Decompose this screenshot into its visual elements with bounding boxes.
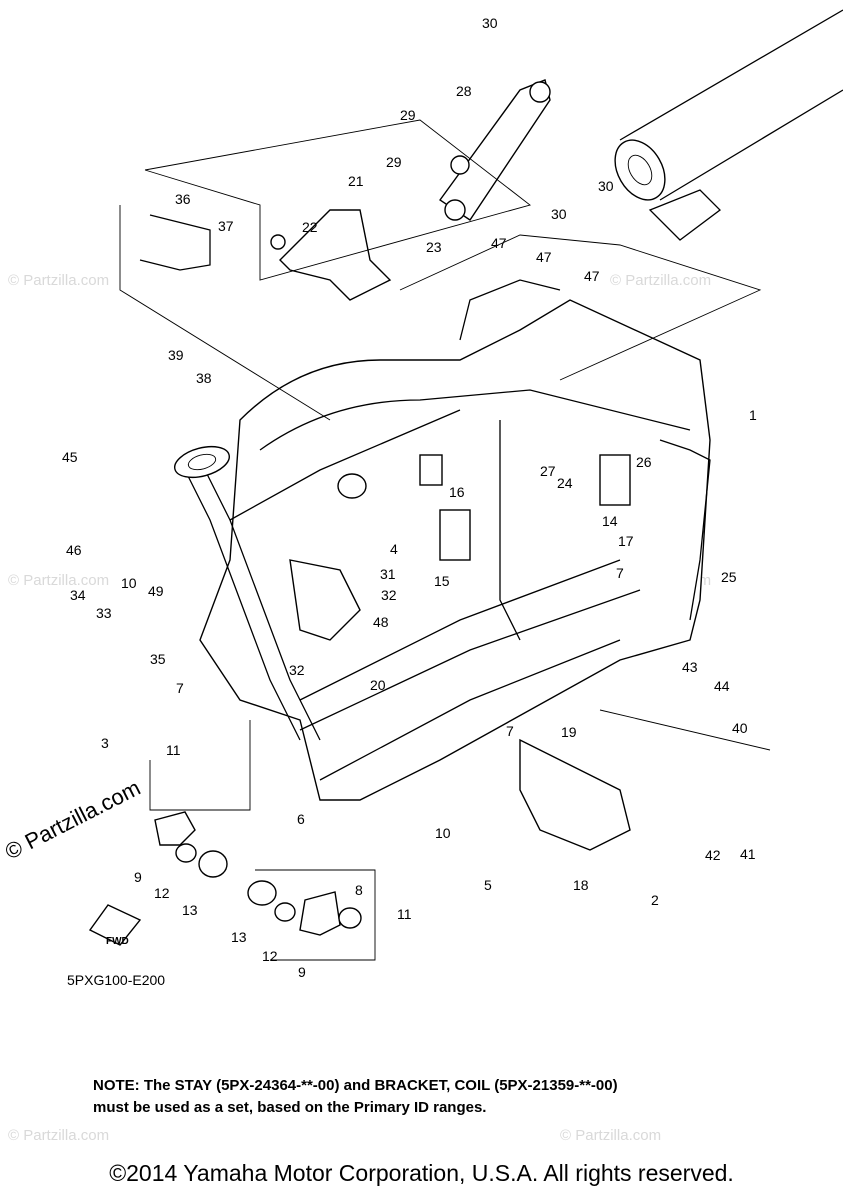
callout-23: 23 bbox=[426, 239, 442, 255]
callout-45: 45 bbox=[62, 449, 78, 465]
callout-7: 7 bbox=[176, 680, 184, 696]
callouts: 30 28 29 29 21 22 23 30 30 36 37 47 47 4… bbox=[62, 15, 757, 980]
callout-10: 10 bbox=[435, 825, 451, 841]
callout-40: 40 bbox=[732, 720, 748, 736]
callout-25: 25 bbox=[721, 569, 737, 585]
callout-3: 3 bbox=[101, 735, 109, 751]
watermark-right-bottom: © Partzilla.com bbox=[560, 1127, 661, 1144]
callout-29: 29 bbox=[386, 154, 402, 170]
callout-39: 39 bbox=[168, 347, 184, 363]
callout-32: 32 bbox=[289, 662, 305, 678]
callout-2: 2 bbox=[651, 892, 659, 908]
leader-lines bbox=[119, 119, 771, 961]
callout-36: 36 bbox=[175, 191, 191, 207]
callout-9: 9 bbox=[298, 964, 306, 980]
callout-35: 35 bbox=[150, 651, 166, 667]
callout-6: 6 bbox=[297, 811, 305, 827]
callout-16: 16 bbox=[449, 484, 465, 500]
note-line-2: must be used as a set, based on the Prim… bbox=[93, 1099, 487, 1116]
callout-47: 47 bbox=[584, 268, 600, 284]
watermark-left-mid: © Partzilla.com bbox=[8, 572, 109, 589]
callout-28: 28 bbox=[456, 83, 472, 99]
watermark-right-top: © Partzilla.com bbox=[610, 272, 711, 289]
callout-17: 17 bbox=[618, 533, 634, 549]
callout-47: 47 bbox=[536, 249, 552, 265]
callout-11: 11 bbox=[166, 742, 181, 758]
callout-43: 43 bbox=[682, 659, 698, 675]
callout-18: 18 bbox=[573, 877, 589, 893]
callout-21: 21 bbox=[348, 173, 364, 189]
fwd-arrow-label: FWD bbox=[106, 936, 129, 947]
callout-5: 5 bbox=[484, 877, 492, 893]
callout-44: 44 bbox=[714, 678, 730, 694]
diagram-code: 5PXG100-E200 bbox=[67, 972, 165, 988]
callout-49: 49 bbox=[148, 583, 164, 599]
watermark-left-top: © Partzilla.com bbox=[8, 272, 109, 289]
callout-8: 8 bbox=[355, 882, 363, 898]
callout-32: 32 bbox=[381, 587, 397, 603]
callout-1: 1 bbox=[749, 407, 757, 423]
frame-main bbox=[174, 279, 711, 851]
callout-9: 9 bbox=[134, 869, 142, 885]
copyright-footer: ©2014 Yamaha Motor Corporation, U.S.A. A… bbox=[109, 1160, 734, 1186]
callout-15: 15 bbox=[434, 573, 450, 589]
callout-27: 27 bbox=[540, 463, 556, 479]
callout-31: 31 bbox=[380, 566, 396, 582]
callout-46: 46 bbox=[66, 542, 82, 558]
callout-42: 42 bbox=[705, 847, 721, 863]
muffler-illustration bbox=[614, 9, 843, 241]
callout-10: 10 bbox=[121, 575, 137, 591]
callout-12: 12 bbox=[154, 885, 170, 901]
callout-20: 20 bbox=[370, 677, 386, 693]
callout-38: 38 bbox=[196, 370, 212, 386]
callout-7: 7 bbox=[616, 565, 624, 581]
callout-4: 4 bbox=[390, 541, 398, 557]
callout-41: 41 bbox=[740, 846, 756, 862]
callout-30: 30 bbox=[598, 178, 614, 194]
callout-26: 26 bbox=[636, 454, 652, 470]
callout-29: 29 bbox=[400, 107, 416, 123]
callout-7: 7 bbox=[506, 723, 514, 739]
partzilla-watermark: © Partzilla.com bbox=[1, 775, 144, 865]
callout-11: 11 bbox=[397, 906, 412, 922]
callout-13: 13 bbox=[231, 929, 247, 945]
callout-14: 14 bbox=[602, 513, 618, 529]
note-line-1: NOTE: The STAY (5PX-24364-**-00) and BRA… bbox=[93, 1077, 618, 1094]
watermark-left-bottom: © Partzilla.com bbox=[8, 1127, 109, 1144]
callout-47: 47 bbox=[491, 235, 507, 251]
callout-19: 19 bbox=[561, 724, 577, 740]
callout-24: 24 bbox=[557, 475, 573, 491]
set-note: NOTE: The STAY (5PX-24364-**-00) and BRA… bbox=[93, 1075, 813, 1119]
callout-30: 30 bbox=[551, 206, 567, 222]
callout-33: 33 bbox=[96, 605, 112, 621]
callout-22: 22 bbox=[302, 219, 318, 235]
callout-34: 34 bbox=[70, 587, 86, 603]
callout-48: 48 bbox=[373, 614, 389, 630]
top-mount-assembly bbox=[139, 79, 551, 301]
callout-37: 37 bbox=[218, 218, 234, 234]
callout-12: 12 bbox=[262, 948, 278, 964]
callout-13: 13 bbox=[182, 902, 198, 918]
separate-parts: FWD bbox=[88, 811, 362, 947]
callout-30: 30 bbox=[482, 15, 498, 31]
